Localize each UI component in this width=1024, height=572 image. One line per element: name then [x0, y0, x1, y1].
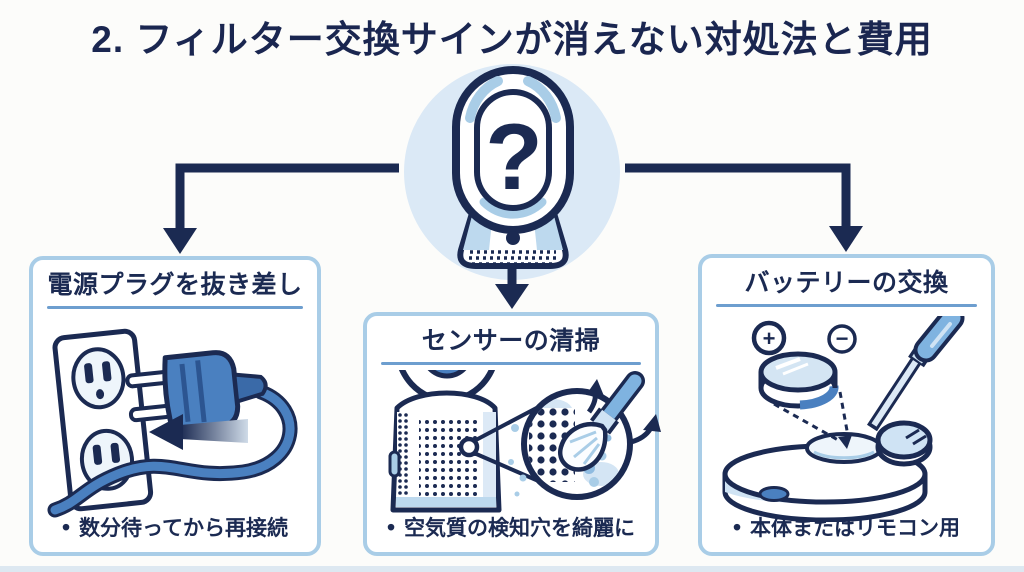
screwdriver-icon — [866, 316, 965, 432]
dust-dots-icon — [508, 424, 527, 497]
battery-cover-icon — [875, 420, 933, 467]
sensor-cleaning-icon — [388, 370, 661, 513]
battery-replacement-icon: + − — [722, 316, 965, 522]
bottom-strip — [0, 566, 1024, 572]
cleaning-brush-icon — [557, 371, 645, 472]
card-sensor-cleaning-title: センサーの清掃 — [421, 327, 601, 355]
minus-icon: − — [836, 326, 849, 351]
card-power-plug-divider — [47, 306, 303, 309]
device-halo — [404, 64, 620, 280]
bullet-icon: • — [386, 513, 396, 540]
question-mark-glyph: ? — [485, 104, 542, 209]
card-sensor-cleaning-divider — [381, 362, 641, 365]
card-battery-replacement-note: • 本体またはリモコン用 — [702, 512, 991, 542]
card-battery-replacement-title: バッテリーの交換 — [744, 269, 949, 297]
remote-base-icon — [722, 432, 928, 522]
arrow-to-left-card-icon — [163, 163, 399, 254]
card-power-plug-note: • 数分待ってから再接続 — [33, 512, 317, 542]
card-sensor-cleaning-note: • 空気質の検知穴を綺麗に — [367, 512, 655, 542]
arrow-to-right-card-icon — [625, 163, 863, 252]
page-title: 2. フィルター交換サインが消えない対処法と費用 — [91, 19, 933, 60]
card-power-plug-note-text: 数分待ってから再接続 — [79, 517, 288, 540]
arrow-to-center-card-icon — [495, 264, 529, 309]
card-power-plug-title: 電源プラグを抜き差し — [47, 271, 303, 299]
coin-battery-icon — [758, 351, 839, 410]
unplug-arrow-icon — [149, 414, 248, 450]
insert-guide-lines — [773, 391, 852, 449]
air-purifier-question-icon: ? — [452, 66, 574, 269]
card-battery-replacement-divider — [716, 304, 977, 307]
card-sensor-cleaning-note-text: 空気質の検知穴を綺麗に — [404, 517, 636, 540]
polarity-icons: + − — [751, 320, 857, 356]
power-cord-icon — [47, 384, 298, 518]
power-plug-outlet-icon — [47, 328, 298, 518]
card-battery-replacement-note-text: 本体またはリモコン用 — [750, 517, 961, 540]
card-power-plug: 電源プラグを抜き差し — [29, 256, 321, 556]
sweep-arrow-icons — [586, 379, 661, 445]
bullet-icon: • — [61, 513, 71, 540]
bullet-icon: • — [732, 513, 742, 540]
plus-icon: + — [763, 326, 776, 351]
card-battery-replacement: バッテリーの交換 — [698, 254, 995, 556]
card-sensor-cleaning: センサーの清掃 — [363, 312, 661, 556]
purifier-base-icon — [388, 370, 502, 513]
plug-icon — [125, 350, 268, 434]
